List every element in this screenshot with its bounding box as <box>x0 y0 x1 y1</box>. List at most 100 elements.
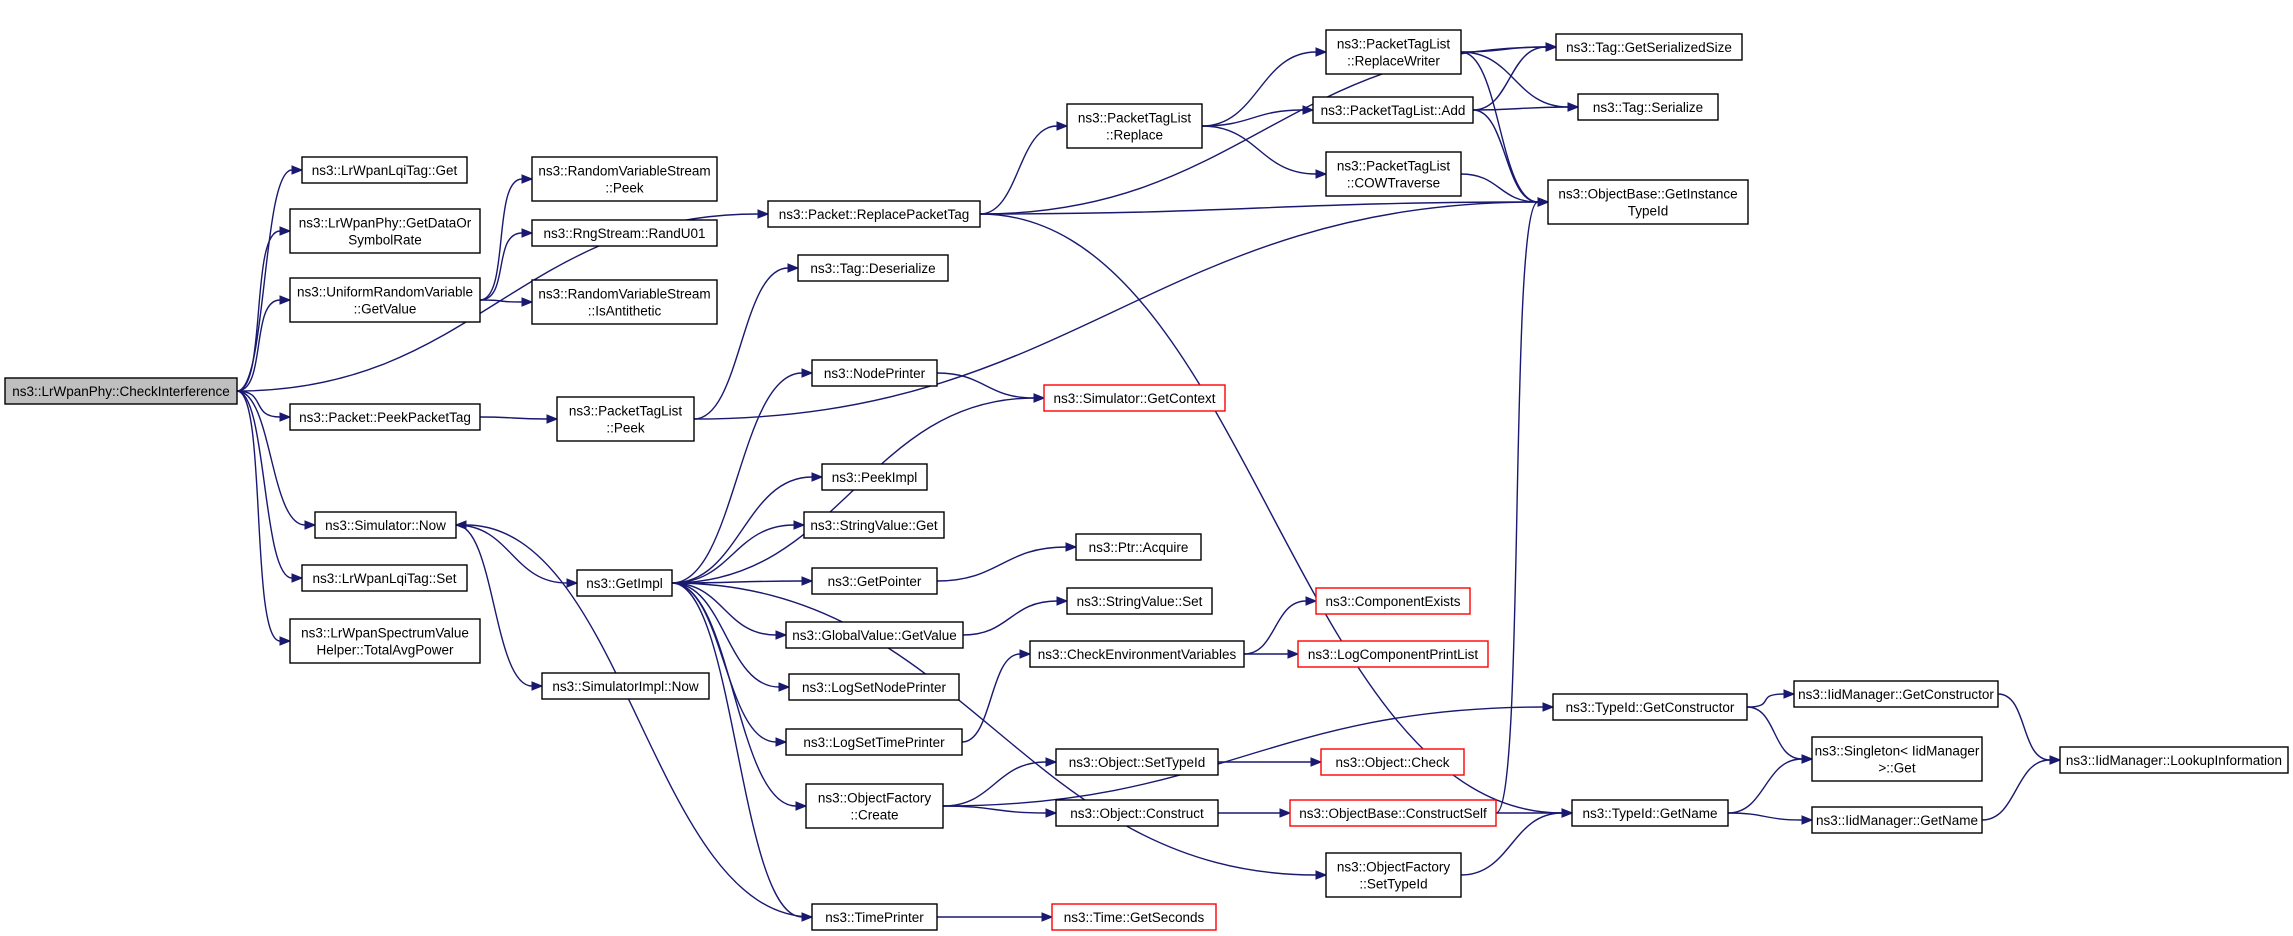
node-label: ::Peek <box>605 181 644 196</box>
node-box <box>2059 746 2289 774</box>
node-label: ::SetTypeId <box>1359 877 1427 892</box>
node-objcheck[interactable]: ns3::Object::Check <box>1320 748 1465 776</box>
node-box <box>1811 806 1983 834</box>
node-label: ns3::PacketTagList <box>1337 37 1451 52</box>
node-label: ::Replace <box>1106 128 1163 143</box>
node-iidlookup[interactable]: ns3::IidManager::LookupInformation <box>2059 746 2289 774</box>
edge-getimpl-to-ofcreate <box>671 582 808 811</box>
edge-root-to-peekpackettag <box>236 390 292 422</box>
node-box <box>1029 640 1245 668</box>
node-box <box>797 254 949 282</box>
edge-ptlpeek-to-tagdeser <box>693 263 800 420</box>
node-rvsanti[interactable]: ns3::RandomVariableStream::IsAntithetic <box>531 279 718 325</box>
node-timeseconds[interactable]: ns3::Time::GetSeconds <box>1051 903 1217 931</box>
node-peekimpl[interactable]: ns3::PeekImpl <box>821 463 928 491</box>
node-box <box>531 219 718 247</box>
node-box <box>289 208 481 254</box>
node-box <box>531 156 718 202</box>
node-ptlpeek[interactable]: ns3::PacketTagList::Peek <box>556 396 695 442</box>
node-label: ns3::ComponentExists <box>1325 594 1460 609</box>
node-iidgetctor[interactable]: ns3::IidManager::GetConstructor <box>1793 680 1999 708</box>
node-totalavg[interactable]: ns3::LrWpanSpectrumValueHelper::TotalAvg… <box>289 618 481 664</box>
node-checkenv[interactable]: ns3::CheckEnvironmentVariables <box>1029 640 1245 668</box>
edge-constructself-to-getinstance <box>1495 197 1550 814</box>
node-ofcreate[interactable]: ns3::ObjectFactory::Create <box>805 783 944 829</box>
node-label: ns3::TypeId::GetName <box>1582 806 1717 821</box>
node-label: ns3::ObjectBase::GetInstance <box>1558 187 1737 202</box>
call-edges <box>236 42 2062 922</box>
node-gvget[interactable]: ns3::GlobalValue::GetValue <box>785 621 964 649</box>
node-ptlreplacewriter[interactable]: ns3::PacketTagList::ReplaceWriter <box>1325 29 1462 75</box>
node-root[interactable]: ns3::LrWpanPhy::CheckInterference <box>4 377 238 405</box>
node-uniform[interactable]: ns3::UniformRandomVariable::GetValue <box>289 277 481 323</box>
node-box <box>1312 96 1474 124</box>
node-label: ns3::Simulator::GetContext <box>1053 391 1215 406</box>
node-ofsettypeid[interactable]: ns3::ObjectFactory::SetTypeId <box>1325 852 1462 898</box>
edge-objconstruct-to-constructself <box>1218 808 1292 818</box>
node-compexists[interactable]: ns3::ComponentExists <box>1315 587 1471 615</box>
node-box <box>821 463 928 491</box>
node-typegetctor[interactable]: ns3::TypeId::GetConstructor <box>1552 693 1748 721</box>
node-objconstruct[interactable]: ns3::Object::Construct <box>1055 799 1219 827</box>
edge-ptlreplace-to-ptladd <box>1201 105 1315 127</box>
node-logtime[interactable]: ns3::LogSetTimePrinter <box>785 728 963 756</box>
node-simimplnow[interactable]: ns3::SimulatorImpl::Now <box>541 672 710 700</box>
edge-root-to-getdataor <box>236 226 292 392</box>
node-singletonget[interactable]: ns3::Singleton< IidManager>::Get <box>1811 736 1983 782</box>
node-label: ns3::Singleton< IidManager <box>1815 744 1980 759</box>
node-box <box>1066 587 1213 615</box>
node-label: ns3::UniformRandomVariable <box>297 285 473 300</box>
node-box <box>1075 533 1202 561</box>
node-box <box>1571 799 1729 827</box>
node-tagsize[interactable]: ns3::Tag::GetSerializedSize <box>1555 33 1743 61</box>
node-box <box>1555 33 1743 61</box>
node-lqiget[interactable]: ns3::LrWpanLqiTag::Get <box>301 156 468 184</box>
node-simnow[interactable]: ns3::Simulator::Now <box>314 511 457 539</box>
node-box <box>1043 384 1226 412</box>
node-ptlcow[interactable]: ns3::PacketTagList::COWTraverse <box>1325 151 1462 197</box>
node-nodeprinter[interactable]: ns3::NodePrinter <box>811 359 938 387</box>
edge-simnow-to-getimpl <box>455 524 579 588</box>
node-typegetname[interactable]: ns3::TypeId::GetName <box>1571 799 1729 827</box>
edge-timeprinter-to-simnow <box>454 520 813 918</box>
node-strset[interactable]: ns3::StringValue::Set <box>1066 587 1213 615</box>
node-constructself[interactable]: ns3::ObjectBase::ConstructSelf <box>1289 799 1497 827</box>
node-ptlreplace[interactable]: ns3::PacketTagList::Replace <box>1066 103 1203 149</box>
node-randu01[interactable]: ns3::RngStream::RandU01 <box>531 219 718 247</box>
node-ptladd[interactable]: ns3::PacketTagList::Add <box>1312 96 1474 124</box>
edge-ptlreplace-to-ptlcow <box>1201 125 1328 179</box>
node-tagdeser[interactable]: ns3::Tag::Deserialize <box>797 254 949 282</box>
node-box <box>289 403 481 431</box>
node-replacepackettag[interactable]: ns3::Packet::ReplacePacketTag <box>767 200 981 228</box>
node-box <box>1547 179 1749 225</box>
edge-uniform-to-rvsanti <box>479 297 534 307</box>
node-timeprinter[interactable]: ns3::TimePrinter <box>811 903 938 931</box>
edge-getimpl-to-gvget <box>671 582 788 640</box>
node-rvspeek[interactable]: ns3::RandomVariableStream::Peek <box>531 156 718 202</box>
node-logcomplist[interactable]: ns3::LogComponentPrintList <box>1297 640 1489 668</box>
node-iidgetname[interactable]: ns3::IidManager::GetName <box>1811 806 1983 834</box>
node-peekpackettag[interactable]: ns3::Packet::PeekPacketTag <box>289 403 481 431</box>
node-label: ns3::NodePrinter <box>824 366 926 381</box>
node-box <box>1793 680 1999 708</box>
node-lognode[interactable]: ns3::LogSetNodePrinter <box>788 673 960 701</box>
node-label: ns3::PacketTagList <box>1337 159 1451 174</box>
node-strget[interactable]: ns3::StringValue::Get <box>803 511 945 539</box>
node-getimpl[interactable]: ns3::GetImpl <box>576 569 673 597</box>
node-box <box>767 200 981 228</box>
node-label: ns3::IidManager::GetName <box>1816 813 1978 828</box>
node-box <box>1066 103 1203 149</box>
node-box <box>556 396 695 442</box>
node-tagser[interactable]: ns3::Tag::Serialize <box>1577 93 1719 121</box>
edge-ptladd-to-getinstance <box>1472 109 1550 207</box>
node-lqiset[interactable]: ns3::LrWpanLqiTag::Set <box>301 564 468 592</box>
node-getpointer[interactable]: ns3::GetPointer <box>811 567 938 595</box>
node-objsettypeid[interactable]: ns3::Object::SetTypeId <box>1055 748 1219 776</box>
node-ptracquire[interactable]: ns3::Ptr::Acquire <box>1075 533 1202 561</box>
node-box <box>1051 903 1217 931</box>
node-label: ns3::Ptr::Acquire <box>1089 540 1189 555</box>
node-simcontext[interactable]: ns3::Simulator::GetContext <box>1043 384 1226 412</box>
